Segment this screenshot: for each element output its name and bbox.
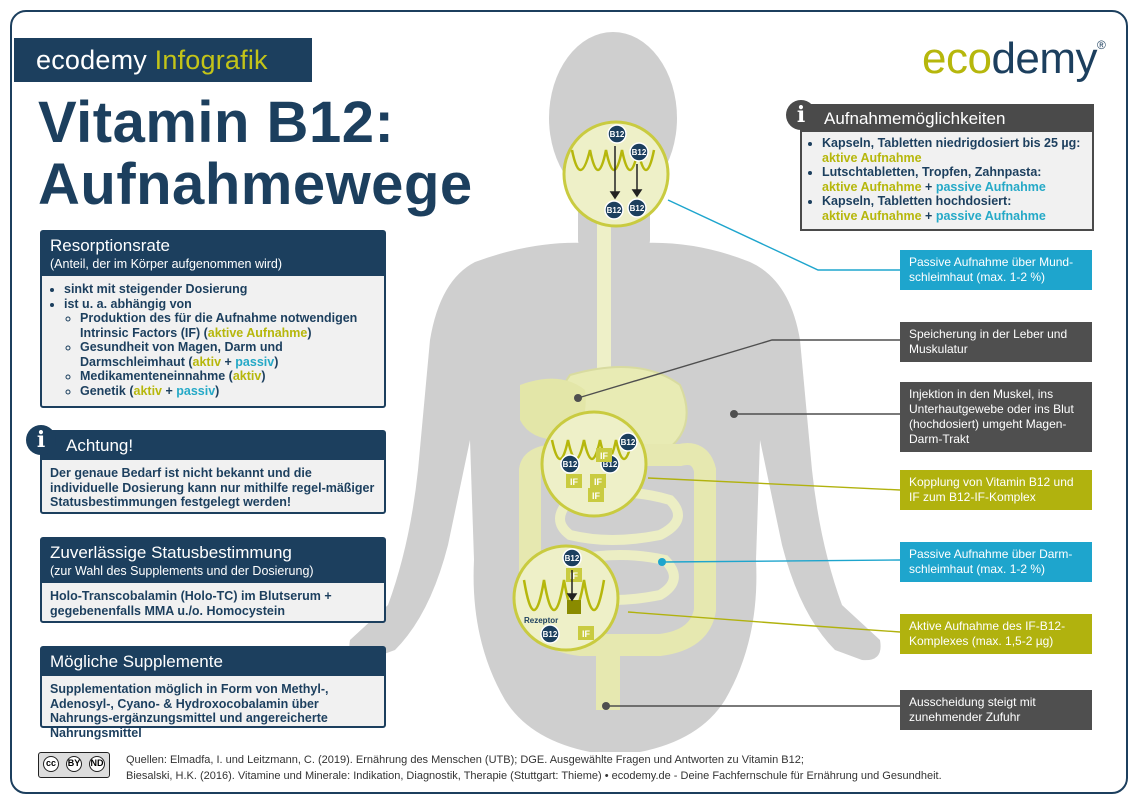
b12-label: B12 — [632, 148, 647, 157]
list-item: Lutschtabletten, Tropfen, Zahnpasta:akti… — [822, 165, 1084, 194]
cc-license-badge: cc BY ND — [38, 752, 110, 778]
resorption-box: Resorptionsrate (Anteil, der im Körper a… — [40, 230, 386, 408]
supplemente-box: Mögliche Supplemente Supplementation mög… — [40, 646, 386, 740]
status-box: Zuverlässige Statusbestimmung (zur Wahl … — [40, 537, 386, 623]
if-label: IF — [594, 477, 603, 487]
zoom-intestine — [512, 544, 620, 652]
b12-label: B12 — [621, 438, 636, 447]
list-item: Medikamenteneinnahme (aktiv) — [80, 369, 376, 384]
callout-kopplung: Kopplung von Vitamin B12 und IF zum B12-… — [900, 470, 1092, 510]
achtung-title: Achtung! — [66, 436, 134, 455]
b12-label: B12 — [543, 630, 558, 639]
callout-ausscheidung: Ausscheidung steigt mit zunehmender Zufu… — [900, 690, 1092, 730]
leader-lines — [577, 199, 901, 707]
supplemente-text: Supplementation möglich in Form von Meth… — [50, 682, 329, 740]
status-header: Zuverlässige Statusbestimmung (zur Wahl … — [42, 539, 384, 583]
achtung-box: Achtung! Der genaue Bedarf ist nicht bek… — [40, 430, 386, 514]
b12-label: B12 — [565, 554, 580, 563]
if-label: IF — [592, 491, 601, 501]
supplemente-header: Mögliche Supplemente — [42, 648, 384, 676]
resorption-body: sinkt mit steigender Dosierung ist u. a.… — [42, 276, 384, 404]
page-title: Vitamin B12: Aufnahmewege — [38, 92, 473, 216]
by-icon: BY — [66, 756, 82, 772]
achtung-text: Der genaue Bedarf ist nicht bekannt und … — [50, 466, 375, 509]
brand-tag-prefix: ecodemy — [36, 45, 147, 75]
list-item: ist u. a. abhängig von Produktion des fü… — [64, 297, 376, 399]
achtung-header: Achtung! — [42, 432, 384, 460]
b12-label: B12 — [630, 204, 645, 213]
brand-tag: ecodemy Infografik — [14, 38, 312, 82]
aufnahme-body: Kapseln, Tabletten niedrigdosiert bis 25… — [802, 132, 1092, 229]
leader-dots — [574, 394, 738, 710]
resorption-header: Resorptionsrate (Anteil, der im Körper a… — [42, 232, 384, 276]
logo-part-1: eco — [922, 34, 992, 83]
list-item: Kapseln, Tabletten hochdosiert:aktive Au… — [822, 194, 1084, 223]
aufnahme-box: Aufnahmemöglichkeiten Kapseln, Tabletten… — [800, 104, 1094, 231]
callout-injektion: Injektion in den Muskel, ins Unterhautge… — [900, 382, 1092, 452]
logo-part-2: demy — [991, 34, 1098, 83]
if-label: IF — [570, 571, 579, 581]
title-line-1: Vitamin B12: — [38, 90, 395, 155]
esophagus — [597, 220, 611, 380]
footer-line-1: Quellen: Elmadfa, I. und Leitzmann, C. (… — [126, 754, 804, 766]
arrows — [566, 146, 643, 602]
ecodemy-logo: ecodemy® — [922, 34, 1106, 84]
supplemente-title: Mögliche Supplemente — [50, 652, 223, 671]
callout-mund: Passive Aufnahme über Mund-schleimhaut (… — [900, 250, 1092, 290]
page-frame — [10, 10, 1128, 794]
list-item: Kapseln, Tabletten niedrigdosiert bis 25… — [822, 136, 1084, 165]
if-label: IF — [582, 629, 591, 639]
if-label: IF — [570, 477, 579, 487]
resorption-subtitle: (Anteil, der im Körper aufgenommen wird) — [50, 257, 283, 271]
info-icon: i — [786, 100, 816, 130]
cc-icon: cc — [43, 756, 59, 772]
logo-registered: ® — [1097, 38, 1106, 52]
list-item: Genetik (aktiv + passiv) — [80, 384, 376, 399]
callout-darm: Passive Aufnahme über Darm-schleimhaut (… — [900, 542, 1092, 582]
list-item: Produktion des für die Aufnahme notwendi… — [80, 311, 376, 340]
sources-footer: Quellen: Elmadfa, I. und Leitzmann, C. (… — [126, 752, 942, 784]
list-item: sinkt mit steigender Dosierung — [64, 282, 376, 297]
rezeptor-label: Rezeptor — [524, 616, 558, 625]
resorption-title: Resorptionsrate — [50, 236, 171, 255]
status-title: Zuverlässige Statusbestimmung — [50, 543, 292, 562]
b12-label: B12 — [563, 460, 578, 469]
info-icon: i — [26, 425, 56, 455]
brand-tag-suffix: Infografik — [154, 45, 268, 75]
callout-aktiv: Aktive Aufnahme des IF-B12-Komplexes (ma… — [900, 614, 1092, 654]
rectum — [596, 650, 620, 710]
nd-icon: ND — [89, 756, 105, 772]
list-item: Gesundheit von Magen, Darm und Darmschle… — [80, 340, 376, 369]
aufnahme-title: Aufnahmemöglichkeiten — [802, 106, 1092, 132]
b12-label: B12 — [607, 206, 622, 215]
if-factors — [566, 448, 612, 640]
title-line-2: Aufnahmewege — [38, 152, 473, 217]
status-text: Holo-Transcobalamin (Holo-TC) im Blutser… — [50, 589, 332, 618]
b12-label: B12 — [603, 460, 618, 469]
b12-label: B12 — [610, 130, 625, 139]
footer-line-2: Biesalski, H.K. (2016). Vitamine und Min… — [126, 770, 942, 782]
if-labels: IF IF IF IF IF IF — [570, 451, 609, 639]
callout-leber: Speicherung in der Leber und Muskulatur — [900, 322, 1092, 362]
status-subtitle: (zur Wahl des Supplements und der Dosier… — [50, 564, 314, 578]
if-label: IF — [600, 451, 609, 461]
